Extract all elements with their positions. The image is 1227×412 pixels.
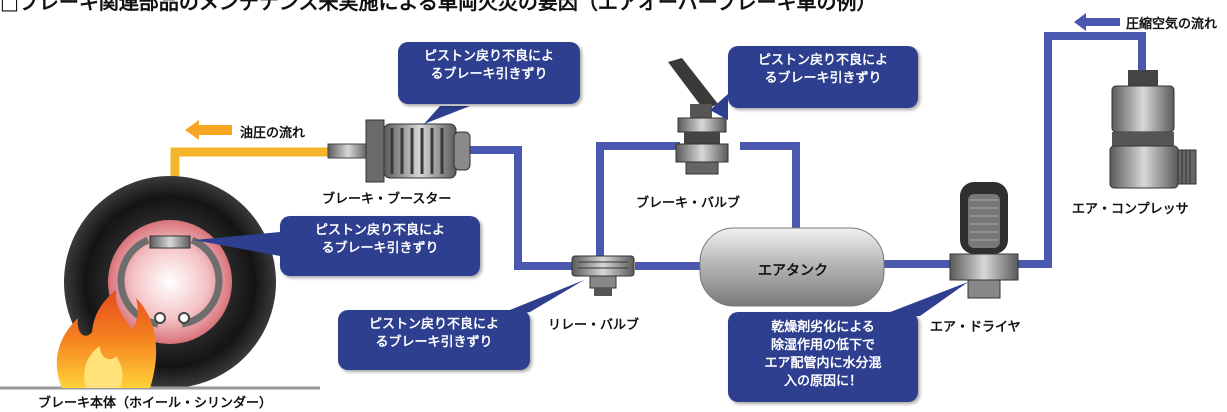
callout-booster-line-2: るブレーキ引きずり — [430, 67, 548, 82]
callout-wheel-line-2: るブレーキ引きずり — [321, 241, 439, 256]
callout-pointers — [194, 94, 968, 318]
air-pipe-valve-loop — [596, 142, 680, 258]
pointer-wheel — [194, 232, 280, 256]
callout-dryer-line-1: 乾燥剤劣化による — [771, 320, 875, 335]
brake-body-wheel — [0, 176, 320, 390]
air-pipe-booster-relay — [468, 146, 575, 270]
pointer-valve — [710, 94, 728, 120]
oil-pipe — [170, 147, 330, 178]
air-flow-label: 圧縮空気の流れ — [1126, 17, 1218, 32]
callout-relay-line-1: ピストン戻り不良によ — [368, 317, 499, 332]
pointer-relay — [490, 280, 584, 318]
oil-flow-arrow — [185, 120, 232, 140]
air-pipe-dryer-compressor — [1018, 32, 1146, 268]
callout-relay-line-2: るブレーキ引きずり — [375, 335, 493, 350]
callout-dryer-line-2: 除湿作用の低下で — [770, 338, 875, 353]
brake-booster — [327, 119, 471, 183]
air-compressor-label: エア・コンプレッサ — [1072, 202, 1189, 217]
air-dryer — [949, 182, 1019, 299]
relay-valve — [571, 255, 635, 296]
brake-body-label: ブレーキ本体（ホイール・シリンダー） — [38, 396, 273, 411]
relay-valve-label: リレー・バルブ — [548, 318, 640, 333]
pointer-booster — [424, 106, 470, 124]
air-pipe-valve-tank — [740, 142, 800, 230]
callout-dryer: 乾燥剤劣化による 除湿作用の低下で エア配管内に水分混 入の原因に！ — [728, 312, 918, 402]
oil-flow-label: 油圧の流れ — [240, 126, 306, 141]
callout-brake-valve: ピストン戻り不良によ るブレーキ引きずり — [728, 46, 918, 108]
page-title: □ブレーキ関連部品のメンテナンス未実施による車両火災の要因（エアオーバーブレーキ… — [0, 0, 877, 14]
pointer-dryer — [880, 282, 968, 316]
air-tank-label: エアタンク — [758, 263, 828, 279]
wheel-cylinder — [149, 235, 191, 249]
callout-booster: ピストン戻り不良によ るブレーキ引きずり — [398, 42, 580, 104]
fire-icon — [56, 290, 157, 388]
air-tank — [699, 227, 885, 307]
callout-booster-line-1: ピストン戻り不良によ — [423, 49, 554, 64]
callout-wheel-line-1: ピストン戻り不良によ — [314, 223, 445, 238]
callout-brake-valve-line-2: るブレーキ引きずり — [764, 71, 882, 86]
air-flow-arrow — [1074, 13, 1120, 31]
callout-brake-valve-line-1: ピストン戻り不良によ — [757, 53, 888, 68]
air-dryer-label: エア・ドライヤ — [930, 320, 1021, 335]
callout-dryer-line-4: 入の原因に！ — [783, 374, 862, 389]
callout-dryer-line-3: エア配管内に水分混 — [764, 356, 882, 371]
brake-valve-label: ブレーキ・バルブ — [636, 196, 741, 211]
air-compressor — [1109, 70, 1197, 189]
brake-booster-label: ブレーキ・ブースター — [322, 192, 452, 207]
brake-valve — [668, 58, 729, 175]
callout-relay: ピストン戻り不良によ るブレーキ引きずり — [338, 310, 530, 370]
air-pipes — [468, 32, 1146, 270]
callout-wheel: ピストン戻り不良によ るブレーキ引きずり — [280, 216, 480, 276]
